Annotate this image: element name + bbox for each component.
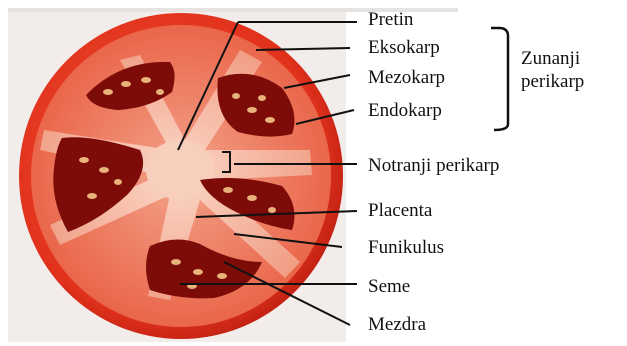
label-eksokarp: Eksokarp [368, 38, 440, 58]
label-placenta: Placenta [368, 201, 432, 221]
label-endokarp: Endokarp [368, 101, 442, 121]
placenta-core [146, 140, 214, 200]
zunanji-perikarp-bracket [494, 28, 508, 130]
label-zunanji-line2: perikarp [521, 70, 584, 93]
label-zunanji-perikarp: Zunanji perikarp [521, 47, 584, 93]
label-mezdra: Mezdra [368, 315, 426, 335]
label-notranji-perikarp: Notranji perikarp [368, 156, 499, 176]
label-funikulus: Funikulus [368, 238, 444, 258]
label-seme: Seme [368, 277, 410, 297]
label-pretin: Pretin [368, 10, 413, 30]
label-mezokarp: Mezokarp [368, 68, 445, 88]
label-zunanji-line1: Zunanji [521, 47, 584, 70]
